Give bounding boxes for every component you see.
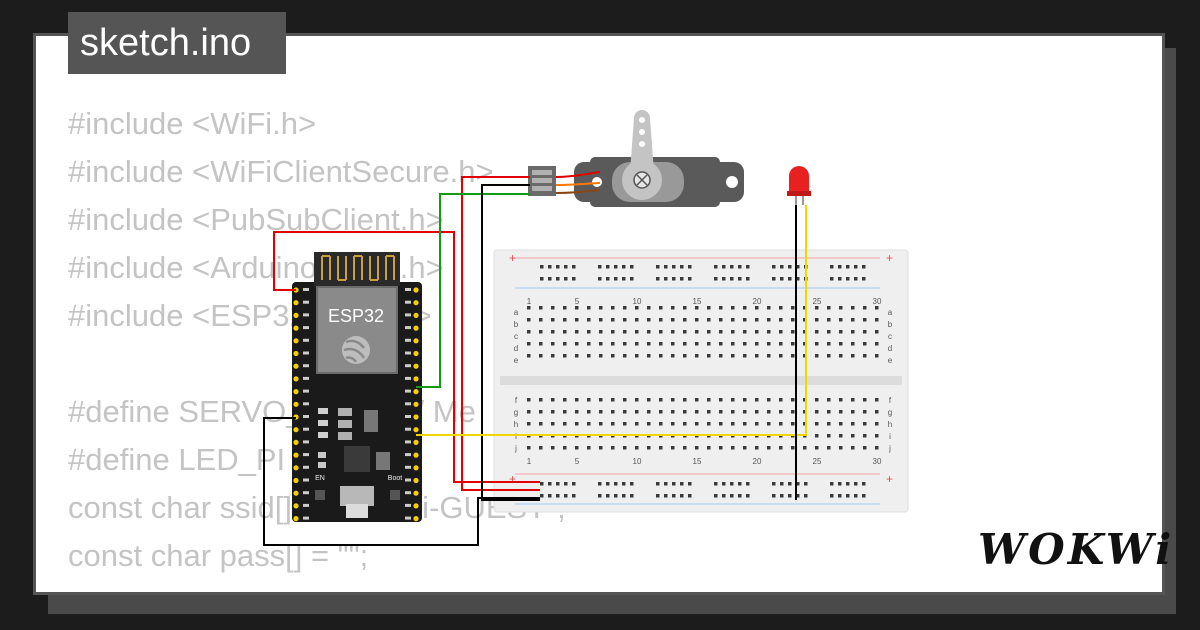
- column-number: 5: [575, 297, 580, 306]
- espressif-logo-icon: [342, 336, 370, 364]
- row-letter: f: [515, 396, 518, 405]
- row-letter: i: [515, 432, 517, 441]
- esp32-board: ESP32 EN Boot: [292, 252, 422, 522]
- column-number: 20: [753, 457, 762, 466]
- board-label: ESP32: [328, 306, 384, 326]
- row-letter: h: [888, 420, 892, 429]
- wires: [263, 171, 807, 546]
- rail-plus-label: +: [509, 251, 516, 265]
- column-number: 20: [753, 297, 762, 306]
- led-icon: [787, 166, 811, 205]
- row-letter: g: [514, 408, 518, 417]
- row-letter: c: [888, 332, 892, 341]
- file-name-tab[interactable]: sketch.ino: [68, 12, 286, 74]
- row-letter: d: [888, 344, 892, 353]
- row-letter: e: [514, 356, 519, 365]
- breadboard-holes: [527, 265, 879, 498]
- row-letter: a: [888, 308, 893, 317]
- row-letter: a: [514, 308, 519, 317]
- rail-plus-label: +: [886, 472, 893, 486]
- column-number: 30: [873, 457, 882, 466]
- row-letter: j: [888, 444, 891, 453]
- column-number: 10: [633, 297, 642, 306]
- rail-plus-label: +: [509, 472, 516, 486]
- code-preview: #include <WiFi.h> #include <WiFiClientSec…: [68, 100, 767, 580]
- wokwi-logo: WOKWi: [978, 525, 1175, 574]
- column-number: 25: [813, 297, 822, 306]
- row-letter: h: [514, 420, 518, 429]
- row-letter: c: [514, 332, 518, 341]
- boot-button-label: Boot: [388, 475, 402, 482]
- column-number: 1: [527, 457, 532, 466]
- code-line: #include <WiFi.h>: [68, 106, 317, 141]
- column-number: 10: [633, 457, 642, 466]
- column-number: 5: [575, 457, 580, 466]
- row-letter: j: [514, 444, 517, 453]
- code-line: const char pass[] = "";: [68, 538, 369, 573]
- esp32-pins: [293, 287, 419, 522]
- column-number: 1: [527, 297, 532, 306]
- row-letter: b: [514, 320, 519, 329]
- column-number: 25: [813, 457, 822, 466]
- row-letter: g: [888, 408, 892, 417]
- row-letter: i: [889, 432, 891, 441]
- column-number: 15: [693, 297, 702, 306]
- row-letter: f: [889, 396, 892, 405]
- rail-plus-label: +: [886, 251, 893, 265]
- row-letter: d: [514, 344, 518, 353]
- column-number: 15: [693, 457, 702, 466]
- code-line: #define LED_PI: [68, 442, 286, 477]
- row-letter: b: [888, 320, 893, 329]
- row-letter: e: [888, 356, 893, 365]
- en-button-label: EN: [315, 475, 325, 482]
- column-number: 30: [873, 297, 882, 306]
- servo-horn-icon: [622, 110, 662, 200]
- code-line: #include <WiFiClientSecure.h>: [68, 154, 494, 189]
